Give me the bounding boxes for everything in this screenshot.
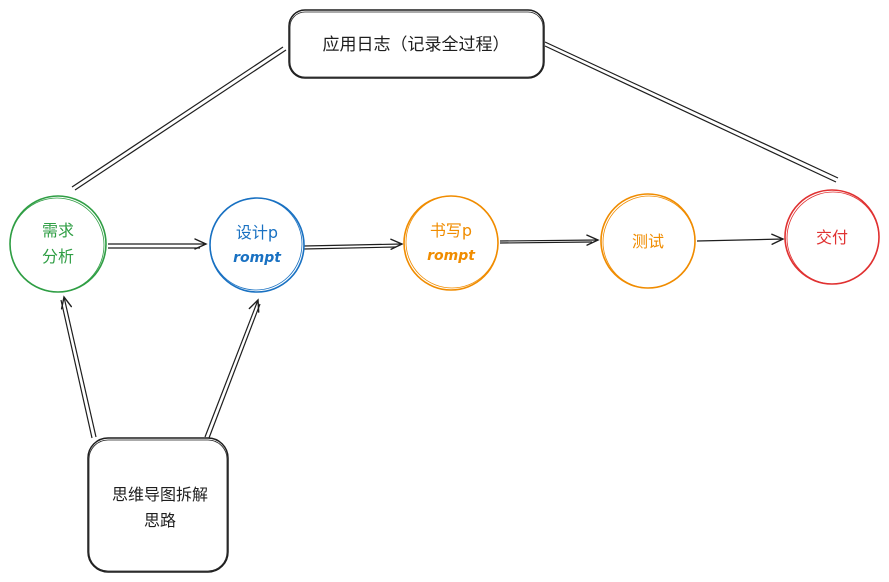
node-deliver-line1: 交付: [816, 228, 848, 247]
node-write[interactable]: 书写p rompt: [403, 195, 499, 291]
node-write-line2: rompt: [427, 248, 476, 264]
node-requirements-line2: 分析: [42, 247, 74, 266]
node-requirements[interactable]: 需求 分析: [9, 195, 107, 293]
arrow-design-to-write: [303, 238, 404, 250]
node-design-line1: 设计p: [236, 223, 278, 242]
arrow-write-to-test: [499, 234, 600, 246]
node-requirements-line1: 需求: [42, 221, 74, 240]
node-design-line2: rompt: [233, 250, 282, 266]
node-design[interactable]: 设计p rompt: [209, 197, 305, 293]
mindmap-box-line2: 思路: [144, 511, 176, 530]
arrow-requirements-to-design: [108, 238, 208, 250]
node-test-line1: 测试: [632, 232, 664, 251]
mindmap-box-line1: 思维导图拆解: [112, 485, 208, 504]
log-box-label: 应用日志（记录全过程）: [323, 35, 510, 55]
log-connector-left: [71, 46, 287, 191]
log-connector-right: [544, 41, 839, 183]
arrow-mindmap-to-requirements: [60, 295, 97, 439]
node-write-line1: 书写p: [430, 221, 472, 240]
arrow-test-to-deliver: [696, 233, 785, 245]
node-deliver[interactable]: 交付: [784, 189, 880, 285]
log-box[interactable]: 应用日志（记录全过程）: [288, 9, 545, 79]
mindmap-box[interactable]: 思维导图拆解 思路: [87, 437, 229, 573]
node-test[interactable]: 测试: [600, 193, 696, 289]
arrow-mindmap-to-design: [204, 298, 261, 439]
